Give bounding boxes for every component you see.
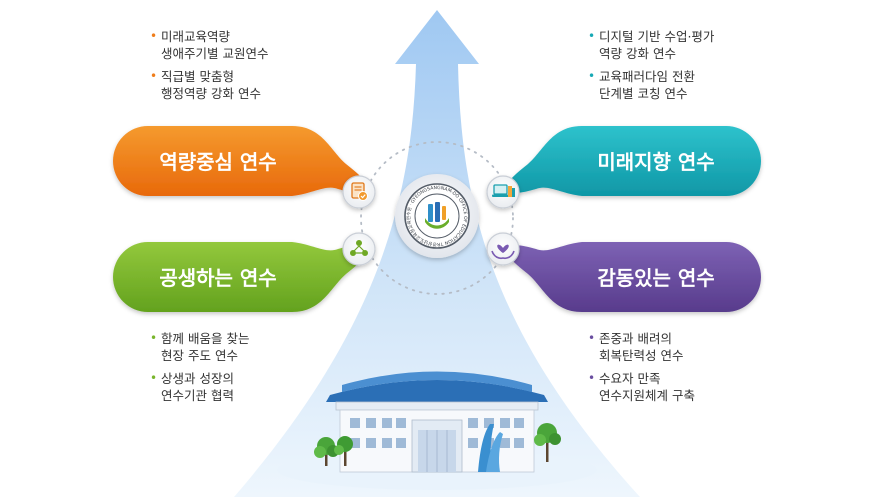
bullet-item: 존중과 배려의 회복탄력성 연수 bbox=[588, 330, 695, 364]
bullet-item: 상생과 성장의 연수기관 협력 bbox=[150, 370, 249, 404]
connector-dotted-ring bbox=[360, 141, 514, 295]
bullet-item: 수요자 만족 연수지원체계 구축 bbox=[588, 370, 695, 404]
pillar-competency-title: 역량중심 연수 bbox=[159, 150, 276, 174]
coexist-bullets: 함께 배움을 찾는 현장 주도 연수 상생과 성장의 연수기관 협력 bbox=[150, 330, 249, 410]
people-network-icon bbox=[342, 232, 376, 266]
training-institute-building bbox=[277, 371, 597, 490]
pillar-future-title: 미래지향 연수 bbox=[597, 150, 714, 174]
pillar-competency bbox=[113, 126, 370, 196]
bullet-item: 미래교육역량 생애주기별 교원연수 bbox=[150, 28, 268, 62]
pillar-coexist bbox=[113, 242, 370, 312]
pillar-future bbox=[504, 126, 761, 196]
institute-logo: 경상남도교육청교육연수원 · GYEONGSANGNAM-DO OFFICE O… bbox=[395, 174, 479, 258]
pillar-moving-title: 감동있는 연수 bbox=[597, 266, 714, 290]
future-bullets: 디지털 기반 수업·평가 역량 강화 연수 교육패러다임 전환 단계별 코칭 연… bbox=[588, 28, 714, 108]
tree-left bbox=[314, 436, 353, 466]
hands-heart-icon bbox=[486, 232, 520, 266]
competency-bullets: 미래교육역량 생애주기별 교원연수 직급별 맞춤형 행정역량 강화 연수 bbox=[150, 28, 268, 108]
moving-bullets: 존중과 배려의 회복탄력성 연수 수요자 만족 연수지원체계 구축 bbox=[588, 330, 695, 410]
pillar-coexist-title: 공생하는 연수 bbox=[159, 266, 276, 290]
tree-right bbox=[534, 423, 561, 462]
bullet-item: 디지털 기반 수업·평가 역량 강화 연수 bbox=[588, 28, 714, 62]
bullet-item: 교육패러다임 전환 단계별 코칭 연수 bbox=[588, 68, 714, 102]
bullet-item: 함께 배움을 찾는 현장 주도 연수 bbox=[150, 330, 249, 364]
bullet-item: 직급별 맞춤형 행정역량 강화 연수 bbox=[150, 68, 268, 102]
pillar-moving bbox=[504, 242, 761, 312]
document-check-icon bbox=[342, 175, 376, 209]
laptop-books-icon bbox=[486, 175, 520, 209]
